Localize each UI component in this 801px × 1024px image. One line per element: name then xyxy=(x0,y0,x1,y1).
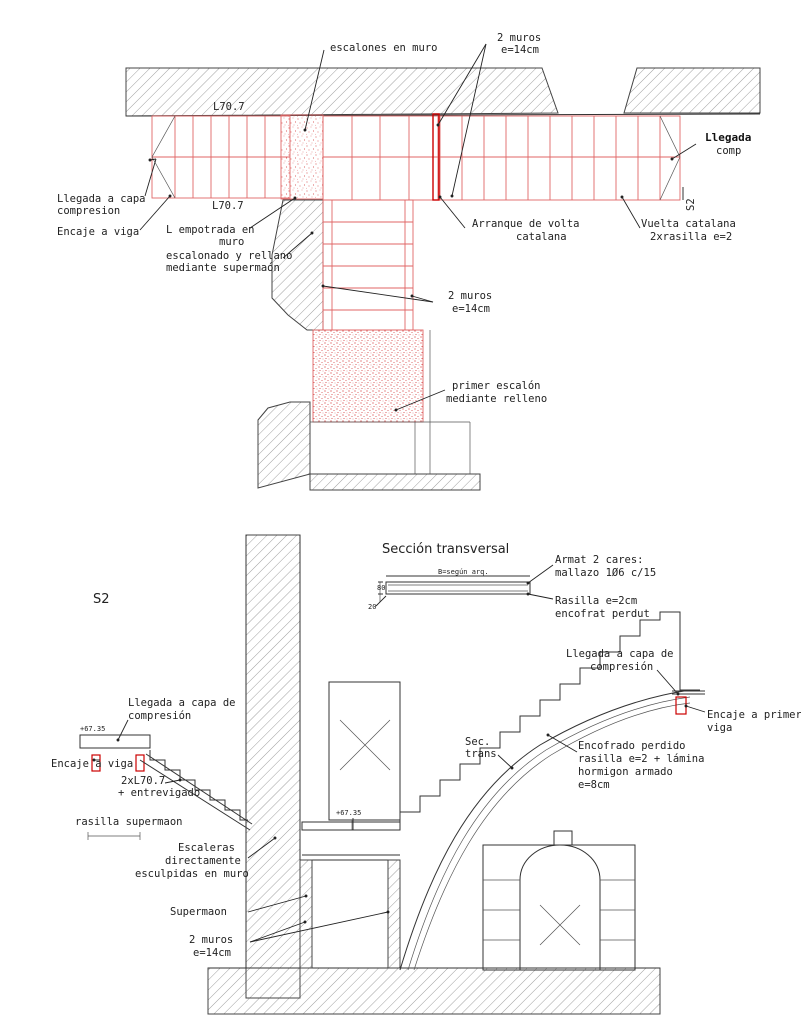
label-level-left: +67.35 xyxy=(80,725,105,733)
label-vuelta-2: 2xrasilla e=2 xyxy=(650,231,732,243)
label-armat-1: Armat 2 cares: xyxy=(555,554,644,566)
label-encaje-viga: Encaje a viga xyxy=(57,226,139,238)
label-escalones-en-muro: escalones en muro xyxy=(330,42,437,54)
label-muros-top-1: 2 muros xyxy=(497,32,541,44)
arch-building xyxy=(482,830,636,971)
beam-right xyxy=(675,696,687,715)
label-encofrado-3: hormigon armado xyxy=(578,766,673,778)
section-view: S2 Sección transversal B=según arq. 80 2… xyxy=(51,534,801,1015)
label-llegada-capa-2: compresion xyxy=(57,205,120,217)
label-arranque-1: Arranque de volta xyxy=(472,218,579,230)
central-landing xyxy=(322,115,439,201)
label-llegada-right-1: Llegada xyxy=(705,131,751,144)
label-rasilla-2: encofrat perdut xyxy=(555,608,650,620)
top-wall-right xyxy=(623,67,761,114)
label-llegada-left-2: compresión xyxy=(128,710,191,722)
label-primer-2: mediante relleno xyxy=(446,393,547,405)
label-llegada-capa-1: Llegada a capa xyxy=(57,193,146,205)
label-s2-marker: S2 xyxy=(685,198,697,211)
section-title-s2: S2 xyxy=(93,592,110,607)
label-llegada-top-2: compresión xyxy=(590,661,653,673)
label-empotrada-2: muro xyxy=(219,236,244,248)
label-level-mid: +67.35 xyxy=(336,809,361,817)
label-muros-mid-1: 2 muros xyxy=(448,290,492,302)
label-llegada-top-1: Llegada a capa de xyxy=(566,648,673,660)
lower-wall-base-2 xyxy=(309,473,481,491)
label-escaleras-1: Escaleras xyxy=(178,842,235,854)
label-encaje-primera-2: viga xyxy=(707,722,732,734)
label-primer-1: primer escalón xyxy=(452,380,541,392)
label-sec-trans-1: Sec. xyxy=(465,736,490,748)
label-l70-top: L70.7 xyxy=(213,101,245,113)
label-muros-mid-2: e=14cm xyxy=(452,303,490,315)
label-empotrada-1: L empotrada en xyxy=(166,224,255,236)
label-vuelta-1: Vuelta catalana xyxy=(641,218,736,230)
landing-fill xyxy=(280,114,324,200)
stair-run-left xyxy=(151,115,291,199)
left-stair-detail xyxy=(79,734,253,840)
label-l70-bottom: L70.7 xyxy=(212,200,244,212)
label-seccion-transversal: Sección transversal xyxy=(382,542,509,557)
label-encaje-primera-1: Encaje a primera xyxy=(707,709,801,721)
plan-view: escalones en muro 2 muros e=14cm L70.7 L… xyxy=(57,32,761,491)
label-muros-2: e=14cm xyxy=(193,947,231,959)
volta-start xyxy=(432,113,440,201)
label-dim-20: 20 xyxy=(368,603,376,611)
stair-run-middle xyxy=(322,199,414,331)
landing-box xyxy=(328,681,401,821)
top-wall xyxy=(125,67,559,117)
label-b-segun: B=según arq. xyxy=(438,568,489,576)
label-sec-trans-2: trans xyxy=(465,748,497,760)
label-llegada-left-1: Llegada a capa de xyxy=(128,697,235,709)
label-entrevigado-2: + entrevigado xyxy=(118,787,200,799)
label-escaleras-3: esculpidas en muro xyxy=(135,868,249,880)
thin-wall-left xyxy=(299,859,313,969)
label-encofrado-4: e=8cm xyxy=(578,779,610,791)
label-encofrado-1: Encofrado perdido xyxy=(578,740,685,752)
label-escalonado-1: escalonado y rellano xyxy=(166,250,292,262)
label-arranque-2: catalana xyxy=(516,231,567,243)
first-step-fill xyxy=(312,329,424,423)
lower-wall-base xyxy=(257,401,311,489)
thin-wall-right xyxy=(387,859,401,969)
label-supermaon: Supermaon xyxy=(170,906,227,918)
tall-wall xyxy=(245,534,301,999)
label-encofrado-2: rasilla e=2 + lámina xyxy=(578,753,704,765)
label-muros-1: 2 muros xyxy=(189,934,233,946)
label-rasilla-1: Rasilla e=2cm xyxy=(555,595,637,607)
stair-run-right xyxy=(439,115,681,201)
label-entrevigado-3: rasilla supermaon xyxy=(75,816,182,828)
label-escaleras-2: directamente xyxy=(165,855,241,867)
label-armat-2: mallazo 1Ø6 c/15 xyxy=(555,567,656,579)
label-muros-top-2: e=14cm xyxy=(501,44,539,56)
stair-profile xyxy=(399,611,700,971)
transversal-section-detail: Sección transversal B=según arq. 80 20 A… xyxy=(368,542,656,620)
label-llegada-right-2: comp xyxy=(716,145,741,157)
label-entrevigado-1: 2xL70.7 xyxy=(121,775,165,787)
label-encaje-viga-section: Encaje a viga xyxy=(51,758,133,770)
label-escalonado-2: mediante supermaón xyxy=(166,262,280,274)
label-dim-80: 80 xyxy=(377,584,385,592)
